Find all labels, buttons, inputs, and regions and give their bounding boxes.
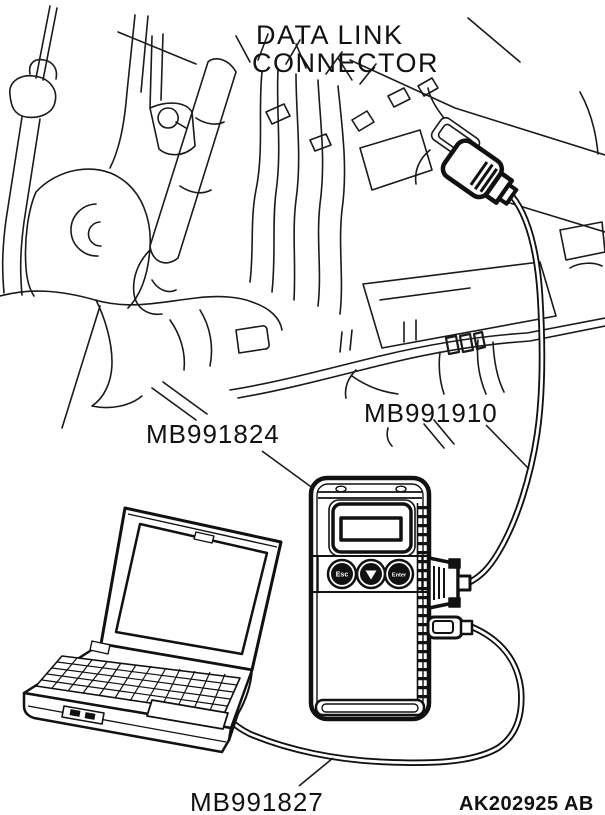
enter-button-label: Enter — [392, 573, 407, 579]
figure-code: AK202925 AB — [459, 793, 594, 815]
laptop-illustration — [22, 506, 283, 754]
esc-button-label: Esc — [336, 572, 349, 579]
junction-box — [362, 261, 557, 349]
screw-icon — [395, 485, 407, 493]
floor-line — [0, 290, 283, 331]
dsub-plug — [427, 556, 472, 610]
leader-mb991910 — [485, 424, 530, 470]
down-button — [355, 558, 387, 590]
leader-mb991827 — [298, 757, 334, 787]
underdash-illustration — [0, 5, 605, 449]
lid-latch — [193, 531, 215, 544]
data-link-connector-illustration — [440, 138, 519, 206]
lcd-screen — [339, 516, 403, 542]
usb-plug — [426, 615, 474, 640]
cable-boot-cap — [28, 58, 58, 80]
label-mb991824: MB991824 — [146, 419, 280, 449]
scan-tool-illustration — [308, 475, 474, 722]
down-arrow-glyph — [365, 570, 377, 580]
leader-mb991824 — [261, 450, 315, 490]
laptop-trackpad — [146, 699, 229, 730]
screw-icon — [335, 485, 347, 493]
label-mb991827: MB991827 — [190, 787, 324, 815]
leader-lines — [261, 424, 530, 787]
enter-button — [383, 558, 415, 590]
laptop-screen — [114, 522, 269, 656]
mb991910-cable — [466, 192, 546, 586]
title-connector: CONNECTOR — [252, 48, 439, 78]
lcd-bezel — [331, 502, 413, 554]
steering-column — [149, 58, 237, 264]
mb991827-cable — [227, 623, 525, 766]
label-mb991910: MB991910 — [364, 398, 498, 428]
title-data-link: DATA LINK — [256, 20, 404, 50]
bracket-blob — [24, 168, 152, 309]
